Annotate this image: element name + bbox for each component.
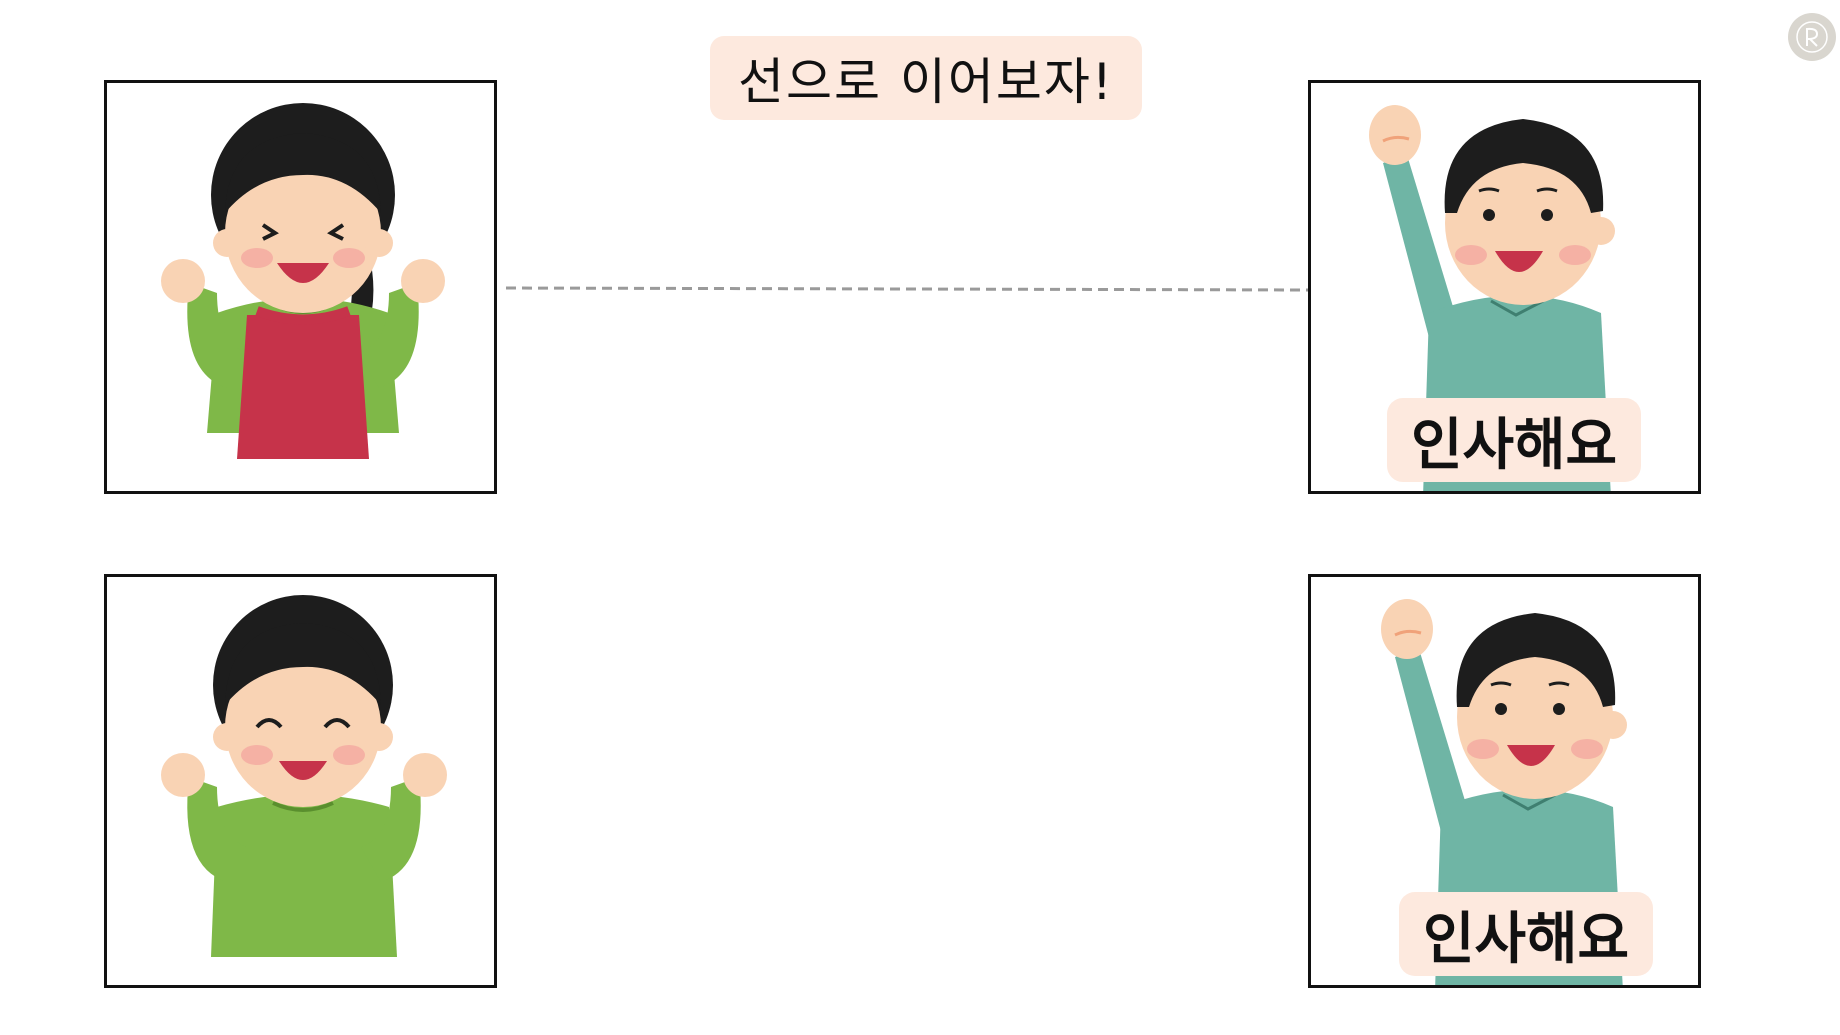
greeting-label: 인사해요 <box>1387 398 1641 482</box>
card-bottom-right[interactable]: 인사해요 <box>1308 574 1701 988</box>
page-title: 선으로 이어보자! <box>710 36 1142 120</box>
woman-apron-happy-icon <box>161 103 445 459</box>
card-top-right[interactable]: 인사해요 <box>1308 80 1701 494</box>
card-bottom-left[interactable] <box>104 574 497 988</box>
card-top-left[interactable] <box>104 80 497 494</box>
brand-logo-icon <box>1788 13 1836 61</box>
woman-green-sweater-happy-icon <box>161 595 447 957</box>
greeting-label: 인사해요 <box>1399 892 1653 976</box>
